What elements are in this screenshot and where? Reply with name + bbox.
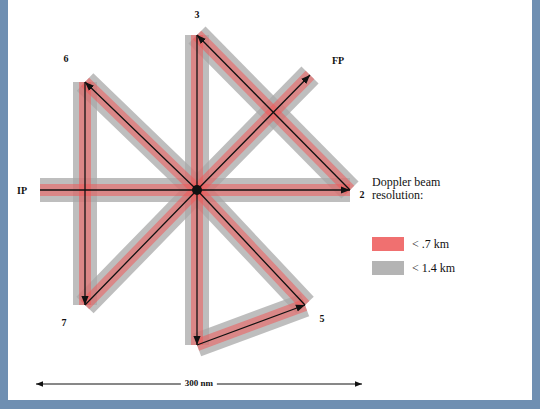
flight-track [84, 82, 85, 305]
white-panel [8, 0, 532, 400]
flight-tracks [40, 35, 350, 345]
waypoint-label: 5 [320, 313, 325, 324]
fine-beam-band [79, 82, 91, 305]
waypoint-label: 7 [62, 317, 67, 328]
legend-swatch [372, 237, 404, 251]
flight-track [85, 75, 310, 305]
waypoint-label: FP [332, 55, 344, 66]
waypoint-label: 6 [64, 53, 69, 64]
waypoint-label: IP [17, 185, 27, 196]
coarse-beam-bands [40, 35, 350, 345]
center-dot [192, 185, 202, 195]
waypoint-label: 3 [195, 9, 200, 20]
legend-heading: Doppler beam resolution: [372, 176, 452, 202]
fine-beam-bands [40, 35, 350, 345]
fine-beam-band [197, 305, 305, 345]
legend-text: < .7 km [412, 236, 449, 252]
legend-swatch [372, 261, 404, 275]
fine-beam-band [191, 35, 203, 345]
legend-text: < 1.4 km [412, 260, 455, 276]
coarse-beam-band [197, 305, 305, 345]
flight-track [197, 305, 305, 345]
waypoint-label: 2 [360, 189, 365, 200]
scale-label: 300 nm [181, 379, 217, 389]
